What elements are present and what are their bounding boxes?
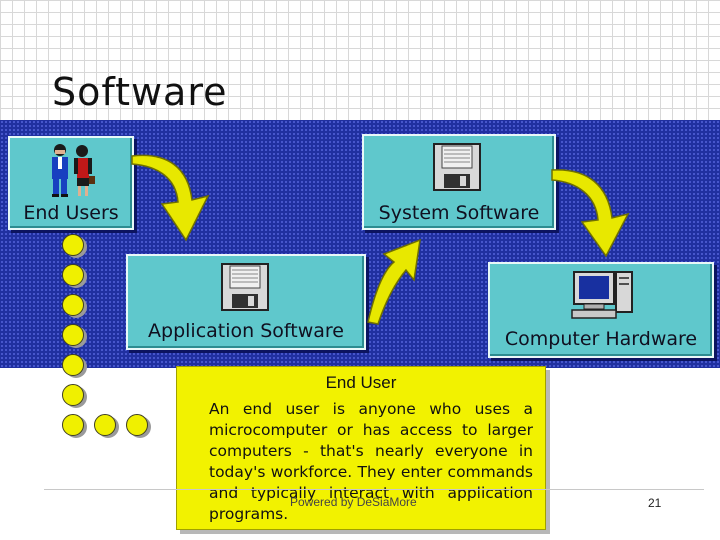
bullet-dot (94, 414, 116, 436)
floppy-disk-icon (221, 263, 269, 311)
slide-title: Software (52, 70, 228, 114)
bullet-dot (62, 414, 84, 436)
end-users-label: End Users (23, 202, 119, 224)
bullet-dot (62, 234, 84, 256)
end-user-note: End User An end user is anyone who uses … (176, 366, 546, 530)
footer-text: Powered by DeSiaMore (290, 495, 417, 509)
people-icon (52, 144, 95, 197)
arrow-system-to-hardware (551, 169, 630, 258)
page-number: 21 (648, 496, 662, 510)
bullet-dot (62, 294, 84, 316)
system-software-label: System Software (378, 202, 540, 224)
footer-rule (44, 489, 704, 490)
computer-hardware-label: Computer Hardware (504, 328, 698, 350)
note-text: An end user is anyone who uses a microco… (209, 400, 533, 523)
bullet-dot (62, 384, 84, 406)
end-users-box: End Users (8, 136, 134, 230)
application-software-label: Application Software (148, 320, 344, 342)
system-software-box: System Software (362, 134, 556, 230)
bullet-dot (126, 414, 148, 436)
computer-hardware-box: Computer Hardware (488, 262, 714, 358)
application-software-box: Application Software (126, 254, 366, 350)
computer-icon (571, 271, 633, 319)
bullet-dot (62, 264, 84, 286)
bullet-dot (62, 324, 84, 346)
note-title: End User (325, 373, 397, 392)
grid-background (0, 0, 720, 120)
bullet-dot (62, 354, 84, 376)
arrow-application-to-system (367, 238, 421, 325)
floppy-disk-icon (433, 143, 481, 191)
arrow-end-users-to-application (131, 154, 210, 242)
